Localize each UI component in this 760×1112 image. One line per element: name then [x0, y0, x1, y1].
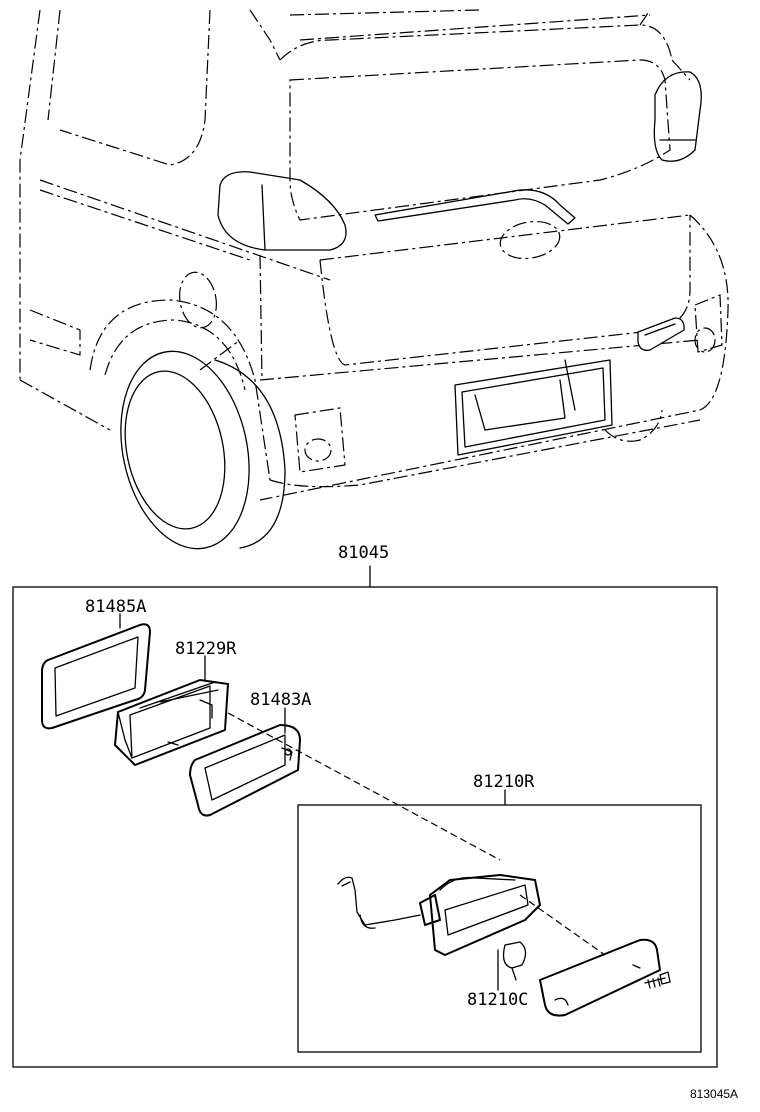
part-81483a-frame-illustration: [189, 724, 301, 817]
part-81210c-bulb-illustration: [497, 941, 527, 991]
vehicle-rear-illustration: [19, 9, 729, 550]
label-sub-assembly-81210r: 81210R: [473, 772, 535, 792]
sub-assembly-81210r-box: [297, 804, 702, 1053]
assembly-81045-box: [12, 586, 718, 1068]
label-part-81485a: 81485A: [85, 597, 146, 617]
label-assembly-81045: 81045: [338, 543, 389, 563]
part-81210r-lamp-illustration: [337, 874, 541, 956]
figure-id: 813045A: [690, 1087, 738, 1101]
label-part-81483a: 81483A: [250, 690, 311, 710]
part-81229r-housing-illustration: [114, 679, 229, 766]
screw-illustration: [644, 971, 671, 989]
cover-lens-illustration: [539, 938, 661, 1017]
part-81485a-gasket-illustration: [41, 623, 151, 730]
label-part-81210c: 81210C: [467, 990, 528, 1010]
label-part-81229r: 81229R: [175, 639, 237, 659]
